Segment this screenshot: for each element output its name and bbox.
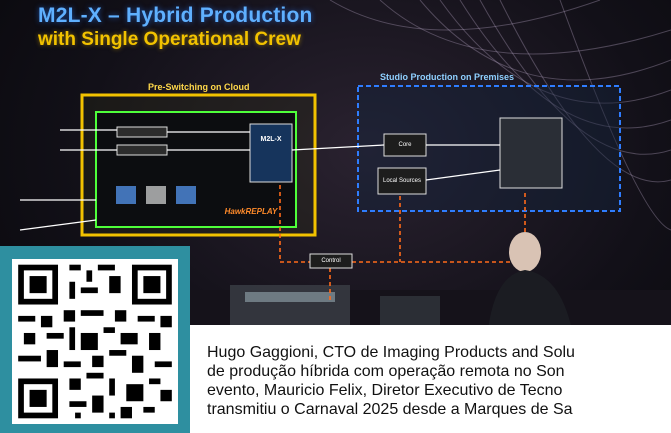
caption-line: de produção híbrida com operação remota … bbox=[207, 363, 565, 380]
qr-code-graphic bbox=[12, 259, 178, 424]
caption-line: Hugo Gaggioni, CTO de Imaging Products a… bbox=[207, 344, 575, 361]
qr-code-icon[interactable] bbox=[12, 259, 178, 424]
replay-label: HawkREPLAY bbox=[224, 206, 278, 216]
caption-line: transmitiu o Carnaval 2025 desde a Marqu… bbox=[207, 401, 573, 418]
caption-text: Hugo Gaggioni, CTO de Imaging Products a… bbox=[207, 343, 671, 419]
cloud-section-label: Pre-Switching on Cloud bbox=[148, 82, 250, 92]
core-box-label: Core bbox=[398, 142, 412, 148]
slide-title: M2L-X – Hybrid Production bbox=[38, 4, 313, 27]
slide-subtitle: with Single Operational Crew bbox=[38, 29, 301, 50]
control-box-label: Control bbox=[321, 258, 341, 264]
premises-section-label: Studio Production on Premises bbox=[380, 72, 515, 82]
caption-box: Hugo Gaggioni, CTO de Imaging Products a… bbox=[190, 325, 671, 433]
local-sources-label: Local Sources bbox=[382, 178, 422, 184]
m2lx-box-label: M2L-X bbox=[260, 135, 282, 143]
caption-line: evento, Mauricio Felix, Diretor Executiv… bbox=[207, 382, 563, 399]
